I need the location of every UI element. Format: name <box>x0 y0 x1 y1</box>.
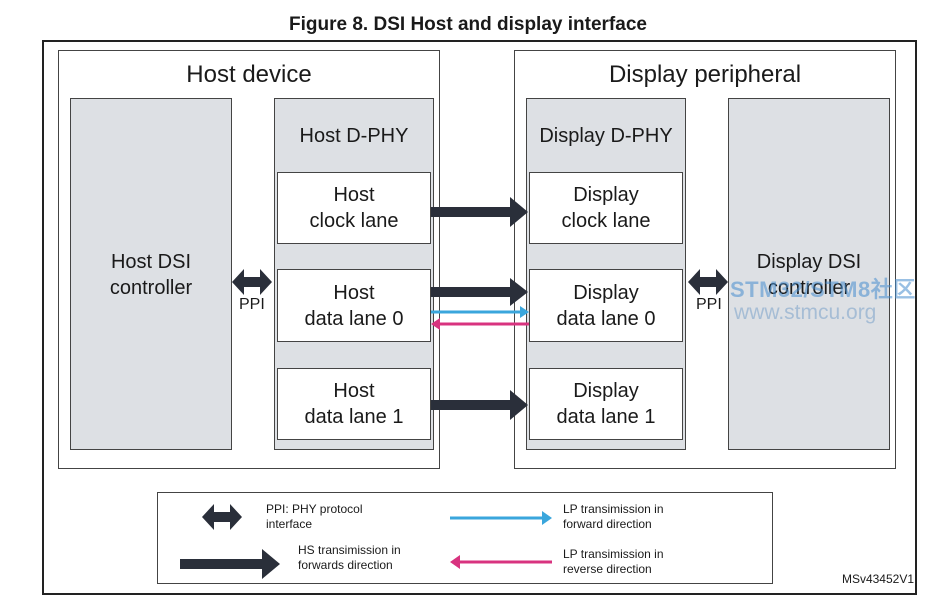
display-data-lane-1-line2: data lane 1 <box>556 406 656 428</box>
legend-ppi-text: PPI: PHY protocol interface <box>266 502 363 532</box>
host-controller-line2: controller <box>109 277 193 299</box>
display-data-lane-0-line2: data lane 0 <box>556 307 656 330</box>
host-data-lane-1-line1: Host <box>333 380 375 402</box>
host-clock-lane-line1: Host <box>333 184 375 206</box>
watermark-line1: STM32/STM8社区 <box>730 277 916 302</box>
legend-lp-forward-line2: forward direction <box>563 517 652 531</box>
display-controller-label: Display DSI controller <box>729 249 889 301</box>
display-data-lane-1-line1: Display <box>573 380 639 402</box>
display-clock-lane-line1: Display <box>573 184 639 206</box>
display-data-lane-0: Display data lane 0 <box>529 269 683 342</box>
legend-lp-reverse-icon <box>450 555 552 569</box>
display-data-lane-0-line1: Display <box>573 281 639 304</box>
hs-arrow-data-lane-1 <box>431 390 528 420</box>
legend-ppi-line1: PPI: PHY protocol <box>266 502 363 516</box>
host-dphy-title: Host D-PHY <box>299 125 409 147</box>
display-dphy-title: Display D-PHY <box>539 125 673 147</box>
legend-lp-forward-line1: LP transimission in <box>563 502 664 516</box>
lp-reverse-arrow-data-lane-0 <box>431 318 529 330</box>
figure-code: MSv43452V1 <box>841 572 914 586</box>
hs-arrow-data-lane-0 <box>431 278 528 306</box>
legend-hs-line2: forwards direction <box>298 558 393 572</box>
figure-title: Figure 8. DSI Host and display interface <box>289 14 647 35</box>
display-clock-lane: Display clock lane <box>529 172 683 244</box>
host-clock-lane: Host clock lane <box>277 172 431 244</box>
host-clock-lane-line2: clock lane <box>309 210 399 232</box>
host-device-title: Host device <box>186 61 312 88</box>
legend-hs-line1: HS transimission in <box>298 543 401 557</box>
display-dsi-controller: Display DSI controller <box>728 98 890 450</box>
host-data-lane-1-line2: data lane 1 <box>304 406 404 428</box>
legend-lp-forward-text: LP transimission in forward direction <box>563 502 664 532</box>
display-controller-line1: Display DSI <box>756 251 862 273</box>
watermark-line2: www.stmcu.org <box>734 301 877 324</box>
legend-ppi-line2: interface <box>266 517 313 531</box>
host-data-lane-1: Host data lane 1 <box>277 368 431 440</box>
figure-frame <box>42 40 917 595</box>
host-controller-line1: Host DSI <box>110 251 192 273</box>
display-controller-line2: controller <box>767 277 851 299</box>
legend-lp-reverse-text: LP transimission in reverse direction <box>563 547 664 577</box>
lp-forward-arrow-data-lane-0 <box>431 306 529 318</box>
display-data-lane-1: Display data lane 1 <box>529 368 683 440</box>
legend-lp-reverse-line1: LP transimission in <box>563 547 664 561</box>
hs-arrow-clock-lane <box>431 197 528 227</box>
host-data-lane-0-line2: data lane 0 <box>304 307 404 330</box>
display-peripheral-title: Display peripheral <box>608 61 802 88</box>
host-ppi-double-arrow <box>232 269 272 295</box>
host-controller-label: Host DSI controller <box>71 249 231 301</box>
host-dsi-controller: Host DSI controller <box>70 98 232 450</box>
host-data-lane-0: Host data lane 0 <box>277 269 431 342</box>
legend-lp-forward-icon <box>450 511 552 525</box>
display-ppi-double-arrow <box>688 269 728 295</box>
host-ppi-label: PPI <box>239 296 265 313</box>
host-data-lane-0-line1: Host <box>333 281 375 304</box>
legend-lp-reverse-line2: reverse direction <box>563 562 652 576</box>
legend-hs-text: HS transimission in forwards direction <box>298 543 401 573</box>
legend-ppi-icon <box>202 504 242 530</box>
legend-hs-icon <box>180 549 280 579</box>
display-ppi-label: PPI <box>696 296 722 313</box>
display-clock-lane-line2: clock lane <box>561 210 651 232</box>
legend-symbols <box>180 504 552 579</box>
legend-box: PPI: PHY protocol interface HS transimis… <box>157 492 773 584</box>
